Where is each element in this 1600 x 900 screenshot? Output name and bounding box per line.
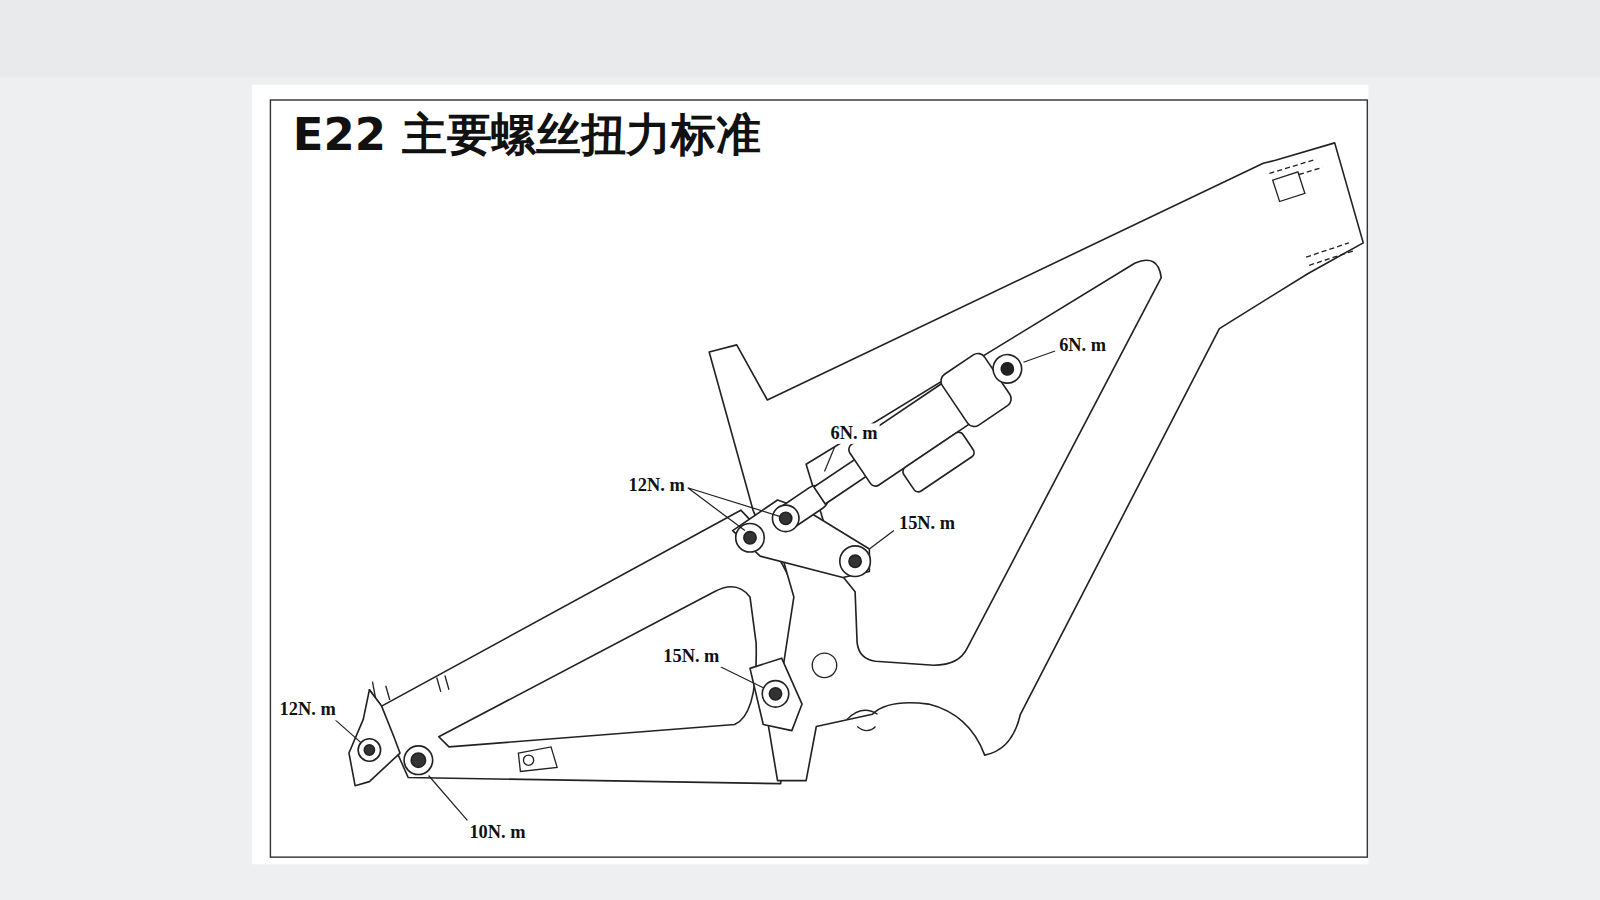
lower-link: [750, 658, 802, 730]
dropout: [349, 690, 400, 786]
torque-value: 6N. m: [829, 423, 880, 443]
head-tube-mark: [1269, 159, 1353, 265]
tab: [372, 676, 449, 700]
leader-line: [1023, 351, 1055, 362]
torque-value: 15N. m: [661, 647, 721, 667]
rear-cutout: [439, 587, 757, 747]
leader-line: [719, 666, 763, 687]
main-frame: [709, 143, 1363, 781]
shock-top-eyelet: [988, 349, 1028, 389]
leader-line: [688, 488, 780, 531]
shock-top-bolt: [999, 360, 1016, 377]
battery-hole: [812, 653, 836, 677]
sheet: [252, 85, 1368, 865]
top-band: [0, 0, 1600, 78]
leader-line: [824, 447, 834, 471]
mount-bracket: [518, 747, 557, 771]
front-cutout: [806, 260, 1161, 665]
pivot: [762, 681, 789, 708]
leader-line: [429, 776, 468, 821]
leader-line: [869, 531, 893, 549]
cable-port: [1273, 172, 1305, 202]
pivot: [736, 523, 765, 552]
torque-value: 10N. m: [467, 822, 527, 842]
rear-triangle: [369, 510, 807, 783]
leader-lines: [335, 351, 1055, 820]
torque-value: 15N. m: [897, 513, 957, 533]
pivot-bolts: [358, 505, 870, 774]
torque-value: 12N. m: [627, 476, 687, 496]
pivot: [358, 739, 380, 761]
frame-outline: [349, 143, 1363, 786]
motor-mount: [847, 710, 878, 730]
leader-line: [335, 719, 362, 742]
rear-shock: [758, 335, 1048, 569]
torque-value: 12N. m: [278, 700, 338, 720]
pivot: [772, 505, 799, 532]
pivot: [404, 746, 433, 775]
mount-bolt: [523, 755, 533, 765]
torque-value: 6N. m: [1057, 336, 1108, 356]
shock-reservoir: [901, 430, 976, 494]
sheet-border: [270, 100, 1367, 857]
pivot: [840, 546, 871, 577]
frame-details: [372, 159, 1353, 771]
diagram-title: E22 主要螺丝扭力标准: [293, 110, 761, 159]
